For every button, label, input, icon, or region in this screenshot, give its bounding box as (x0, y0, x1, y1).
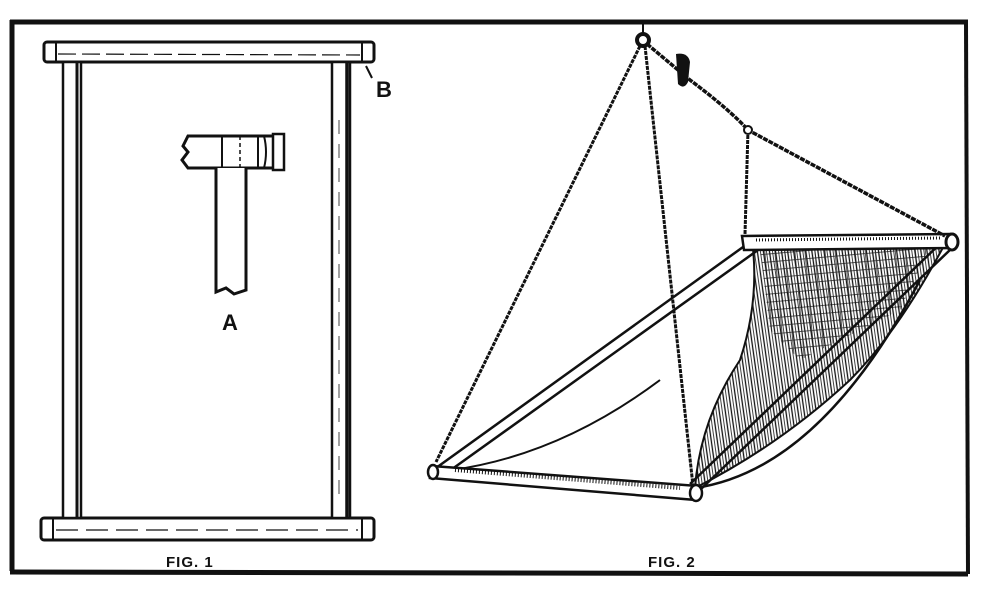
fig2-caption: FIG. 2 (648, 554, 696, 571)
fig1-frame (39, 40, 376, 542)
outer-border (9, 19, 970, 577)
label-a: A (222, 310, 238, 335)
fig1-caption: FIG. 1 (166, 554, 214, 571)
fig1-detail-t-joint (180, 132, 286, 296)
fig2-hammock-chair (426, 22, 960, 503)
label-b-leader (365, 65, 373, 79)
label-b: B (376, 77, 392, 102)
